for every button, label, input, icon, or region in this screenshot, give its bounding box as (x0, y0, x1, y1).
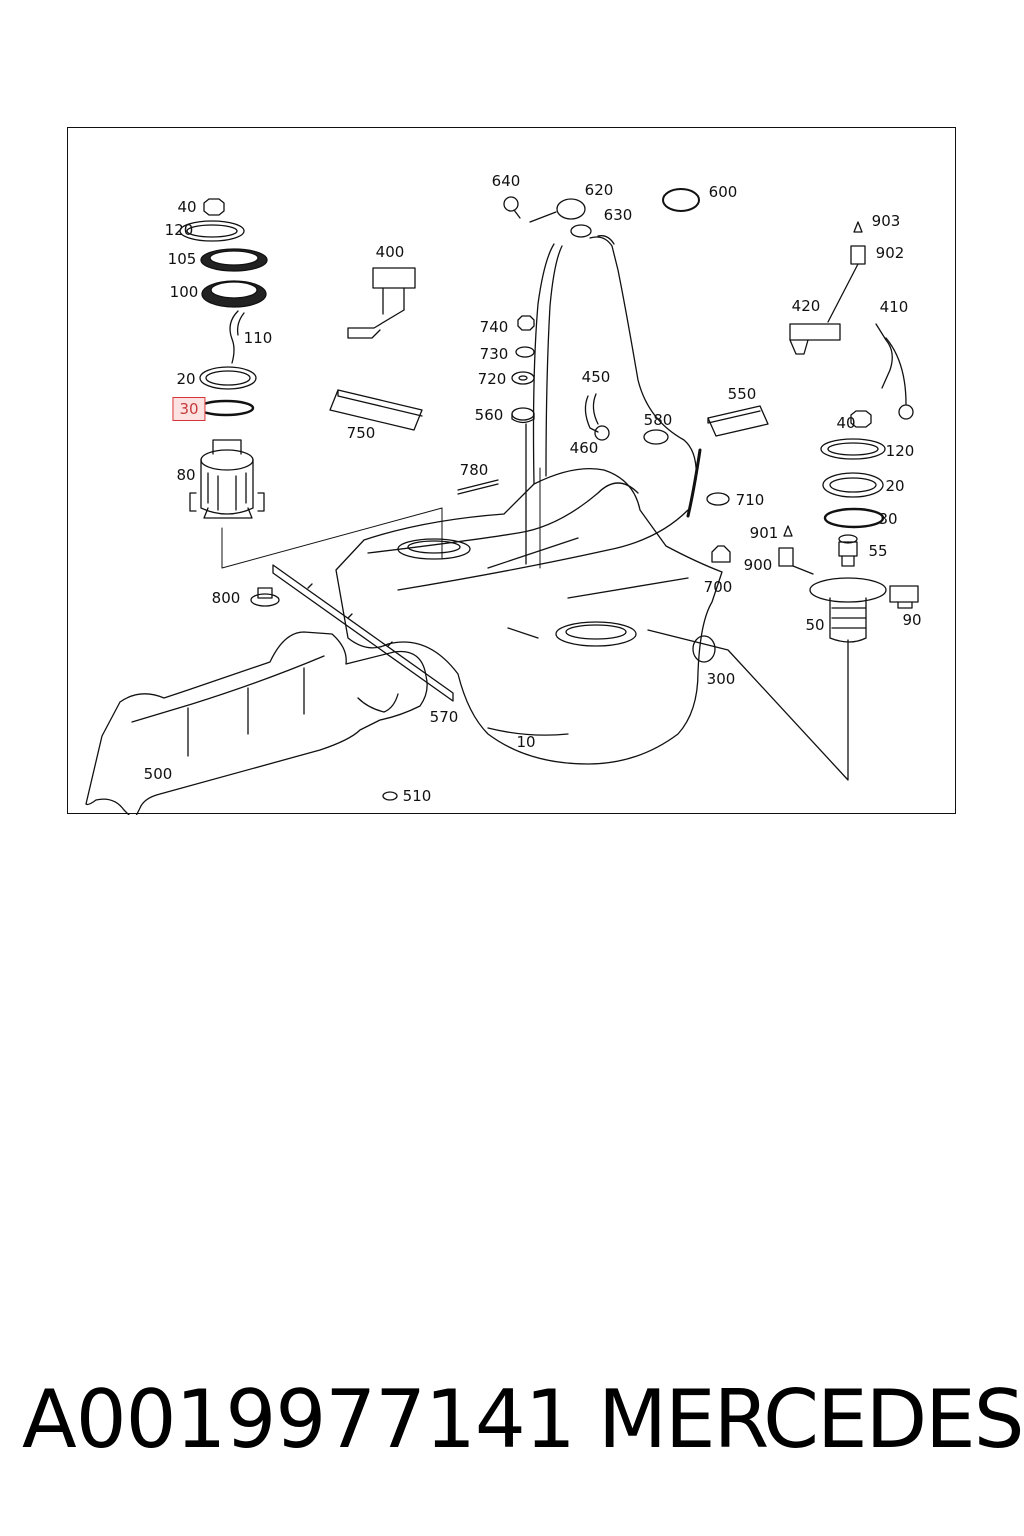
ring-20-left (199, 366, 257, 390)
pad-750 (329, 389, 423, 431)
callout-450: 450 (581, 368, 611, 386)
callout-120b: 120 (885, 442, 915, 460)
callout-105: 105 (167, 250, 197, 268)
ring-20-right (822, 472, 884, 498)
callout-400: 400 (375, 243, 405, 261)
callout-902: 902 (875, 244, 905, 262)
callout-30a-highlighted: 30 (172, 397, 206, 421)
callout-640: 640 (491, 172, 521, 190)
clip-600 (662, 188, 700, 212)
exploded-view-drawing (85, 188, 919, 815)
pad-550 (686, 405, 769, 518)
nut-40-left (203, 198, 225, 216)
callout-460: 460 (569, 439, 599, 457)
callout-720: 720 (477, 370, 507, 388)
callout-500: 500 (143, 765, 173, 783)
callout-560: 560 (474, 406, 504, 424)
callout-90: 90 (902, 611, 922, 629)
callout-80: 80 (176, 466, 196, 484)
callout-20a: 20 (176, 370, 196, 388)
seal-30-left (197, 399, 255, 417)
callout-110: 110 (243, 329, 273, 347)
sensor-901 (783, 525, 793, 537)
sender-400 (347, 267, 416, 339)
callout-903: 903 (871, 212, 901, 230)
callout-55: 55 (868, 542, 888, 560)
nut-510 (382, 791, 398, 801)
cap-620 (529, 198, 586, 223)
grommet-580 (643, 429, 669, 445)
callout-730: 730 (479, 345, 509, 363)
callout-700: 700 (703, 578, 733, 596)
stack-740-560 (511, 315, 535, 565)
cap-300 (692, 635, 716, 663)
callout-420: 420 (791, 297, 821, 315)
callout-50: 50 (805, 616, 825, 634)
callout-120a: 120 (164, 221, 194, 239)
fuel-tank-10 (335, 467, 723, 765)
callout-710: 710 (735, 491, 765, 509)
mount-800 (250, 587, 280, 607)
callout-20b: 20 (885, 477, 905, 495)
sensor-902 (827, 245, 866, 323)
sensor-900 (778, 547, 814, 575)
callout-800: 800 (211, 589, 241, 607)
sensor-410 (875, 323, 914, 420)
callout-40b: 40 (836, 414, 856, 432)
part-number: A0019977141 (22, 1373, 576, 1466)
cap-105 (200, 248, 268, 272)
filler-neck (532, 235, 697, 485)
sensor-903 (853, 221, 863, 233)
callout-620: 620 (584, 181, 614, 199)
callout-40a: 40 (177, 198, 197, 216)
callout-780: 780 (459, 461, 489, 479)
nut-40-right (850, 410, 872, 428)
callout-750: 750 (346, 424, 376, 442)
callout-30b: 30 (878, 510, 898, 528)
seal-30-right (823, 507, 885, 529)
callout-740: 740 (479, 318, 509, 336)
valve-55 (838, 534, 858, 567)
hose-450 (584, 393, 599, 433)
seal-630 (570, 224, 592, 238)
heat-shield-500 (85, 631, 428, 815)
callout-510: 510 (402, 787, 432, 805)
leader-lines (221, 467, 541, 569)
callout-410: 410 (879, 298, 909, 316)
cap-100 (201, 280, 267, 308)
ring-120-right (820, 438, 886, 460)
cap-640 (503, 196, 521, 219)
bracket-90 (889, 585, 919, 609)
callout-600: 600 (708, 183, 738, 201)
callout-100: 100 (169, 283, 199, 301)
ring-120-left (179, 220, 245, 242)
strap-110 (229, 310, 245, 364)
strap-570 (272, 564, 454, 702)
pump-80 (189, 439, 265, 519)
callout-580: 580 (643, 411, 673, 429)
strap-780 (457, 479, 499, 495)
grommet-710 (706, 492, 730, 506)
parts-diagram: 40 120 105 100 110 20 30 80 400 750 640 620 630 600 74… (67, 127, 956, 815)
callout-10: 10 (516, 733, 536, 751)
brand-name: MERCEDES (598, 1373, 1024, 1466)
callout-570: 570 (429, 708, 459, 726)
callout-900: 900 (743, 556, 773, 574)
callout-550: 550 (727, 385, 757, 403)
callout-630: 630 (603, 206, 633, 224)
sensor-420 (789, 323, 841, 355)
callout-901: 901 (749, 524, 779, 542)
callout-300: 300 (706, 670, 736, 688)
pump-50 (647, 577, 887, 781)
clip-700 (711, 545, 731, 563)
clamp-460 (594, 425, 610, 441)
